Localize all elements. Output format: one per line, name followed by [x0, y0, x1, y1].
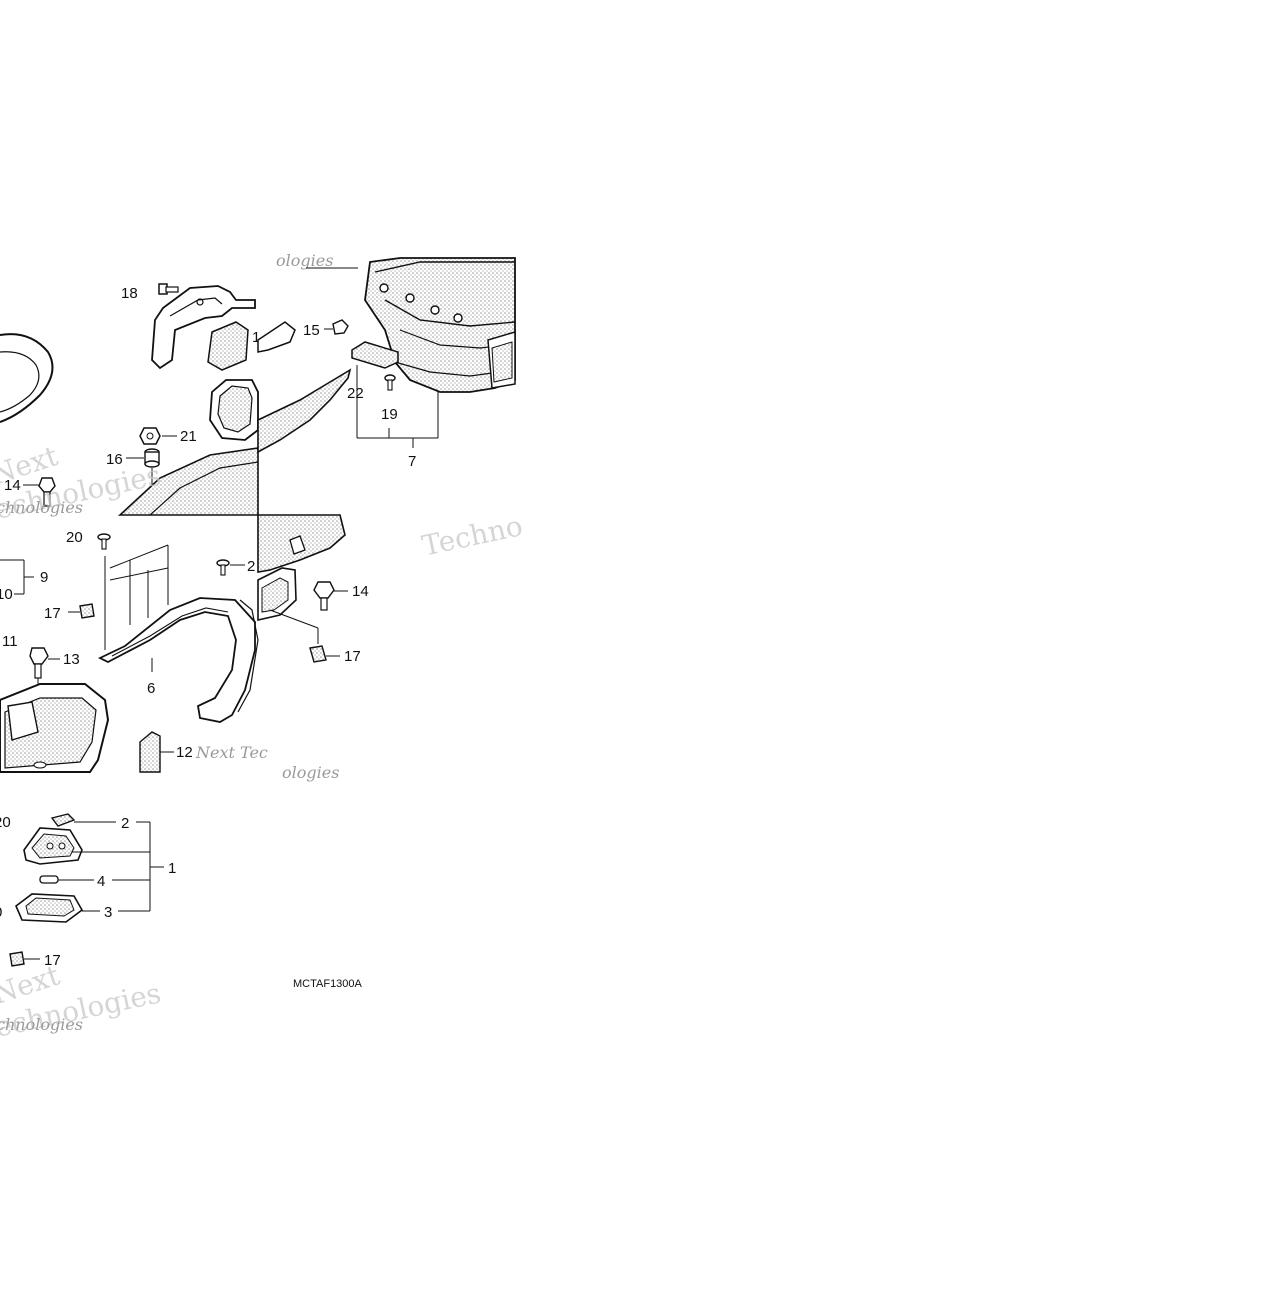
callout-2: 2 — [121, 815, 129, 832]
clip-15-icon — [332, 319, 349, 335]
callout-7: 7 — [408, 453, 416, 470]
collar-16-icon — [144, 448, 160, 468]
clip-17-right-icon — [309, 645, 327, 663]
callout-17-right: 17 — [344, 648, 361, 665]
watermark-next-tec: Next Tec — [195, 743, 268, 762]
nut-21-icon — [139, 427, 161, 445]
callout-21: 21 — [180, 428, 197, 445]
callout-20-left: 20 — [66, 529, 83, 546]
bolt-14-right-icon — [313, 581, 335, 611]
callout-2-partial: 2 — [247, 558, 255, 575]
panel-mid-right: 14 17 Techno ologies — [257, 509, 525, 782]
screw-20-icon — [97, 533, 111, 550]
watermark-chnologies-1: chnologies — [0, 498, 83, 517]
diagram-code: MCTAF1300A — [293, 978, 363, 990]
panel-bottom-left: 20 2 4 3 1 0 — [0, 813, 176, 1047]
callout-12: 12 — [176, 744, 193, 761]
part-4-bulb — [39, 875, 59, 884]
callout-17-bottom: 17 — [44, 952, 61, 969]
part-12-cover — [139, 731, 161, 773]
callout-19: 19 — [381, 406, 398, 423]
clip-17-mid-icon — [79, 603, 95, 619]
callout-0-partial: 0 — [0, 904, 2, 921]
part-18-bracket — [151, 285, 256, 370]
callout-6: 6 — [147, 680, 155, 697]
callout-1-partial: 1 — [252, 329, 260, 346]
callout-10: 10 — [0, 586, 13, 603]
bolt-18-icon — [158, 283, 179, 295]
bolt-13-icon — [29, 647, 49, 679]
panel-top-left: 18 1 21 16 14 Next Technologies chnologi… — [0, 283, 260, 529]
luggage-box — [0, 683, 110, 773]
callout-14-left: 14 — [4, 477, 21, 494]
plate-22-icon — [351, 341, 399, 369]
callout-16: 16 — [106, 451, 123, 468]
callout-17-mid: 17 — [44, 605, 61, 622]
clip-17-bottom-icon — [9, 951, 25, 967]
watermark-techno: Techno — [419, 509, 525, 562]
callout-4: 4 — [97, 873, 105, 890]
callout-14-right: 14 — [352, 583, 369, 600]
part-1-light-housing — [23, 827, 83, 865]
watermark-chnologies-2: chnologies — [0, 1015, 83, 1034]
part-6-frame — [97, 597, 259, 723]
part-7-rear-box — [364, 257, 516, 393]
callout-22: 22 — [347, 385, 364, 402]
watermark-ologies-mid: ologies — [282, 763, 339, 782]
callout-1: 1 — [168, 860, 176, 877]
callout-3: 3 — [104, 904, 112, 921]
callout-13: 13 — [63, 651, 80, 668]
panel-mid-left: 20 9 10 17 11 13 — [0, 529, 268, 773]
callout-11: 11 — [2, 633, 18, 650]
bolt-14-icon — [38, 477, 56, 507]
rubber-pad — [207, 321, 249, 371]
grab-frame — [209, 379, 259, 441]
part-3-lens — [15, 893, 84, 923]
screw-20-right-icon — [216, 559, 230, 576]
part-2-cap — [50, 813, 76, 827]
panel-top-right: 15 22 19 7 ologies — [257, 251, 516, 470]
watermark-ologies-top: ologies — [276, 251, 333, 270]
callout-9: 9 — [40, 569, 48, 586]
callout-18: 18 — [121, 285, 138, 302]
screw-19-icon — [384, 374, 396, 391]
callout-20-bottom: 20 — [0, 814, 11, 831]
callout-15: 15 — [303, 322, 320, 339]
